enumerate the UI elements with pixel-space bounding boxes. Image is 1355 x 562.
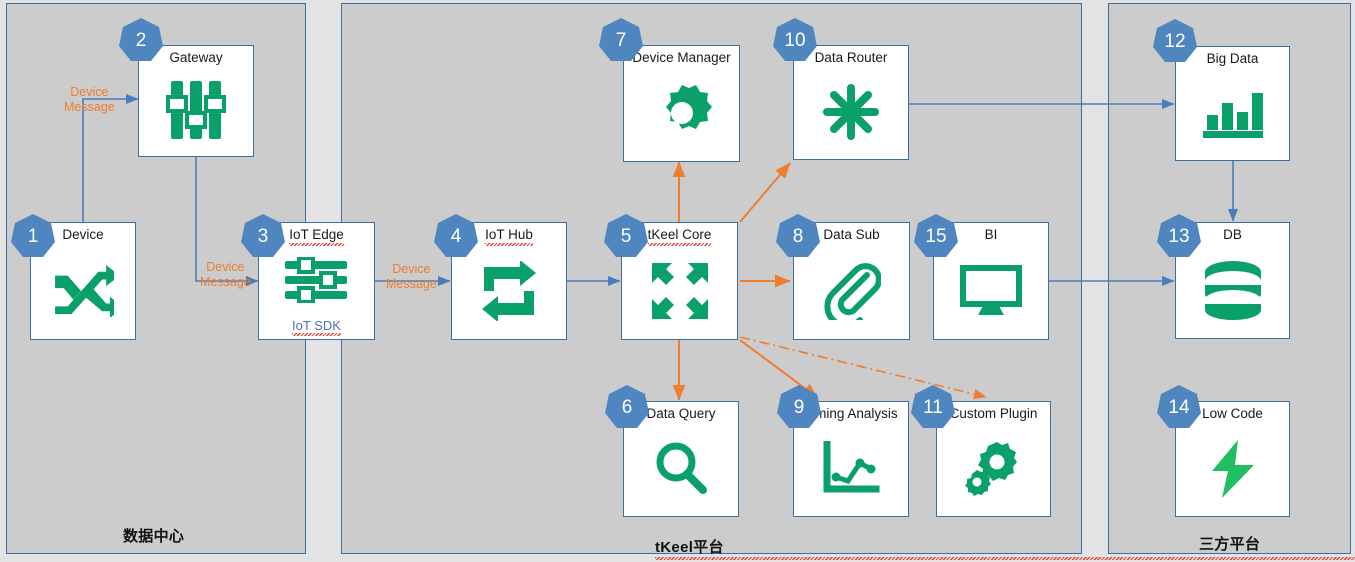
lightning-bolt-icon — [1176, 422, 1289, 516]
badge-1: 1 — [10, 213, 56, 259]
badge-5: 5 — [603, 213, 649, 259]
paperclip-icon — [794, 243, 909, 339]
node-title: IoT Hub — [485, 227, 533, 246]
badge-2: 2 — [118, 17, 164, 63]
badge-13: 13 — [1156, 213, 1202, 259]
node-gateway[interactable]: Gateway — [138, 45, 254, 157]
badge-number: 7 — [615, 29, 627, 51]
badge-number: 10 — [784, 29, 806, 51]
node-title: Data Router — [814, 50, 888, 65]
edge-label-line1: Device — [70, 85, 109, 99]
edge-label-line2: Message — [386, 277, 437, 291]
bar-chart-icon — [1176, 67, 1289, 160]
badge-number: 12 — [1164, 30, 1186, 52]
gear-icon — [624, 66, 739, 161]
node-tkeel-core[interactable]: tKeel Core — [621, 222, 738, 340]
edge-label-line2: Message — [200, 275, 251, 289]
badge-number: 2 — [135, 29, 147, 51]
badge-number: 6 — [621, 396, 633, 418]
node-device[interactable]: Device — [30, 222, 136, 340]
node-title: Device Manager — [632, 50, 731, 65]
edge-label-line1: Device — [392, 262, 431, 276]
badge-7: 7 — [598, 17, 644, 63]
badge-6: 6 — [604, 384, 650, 430]
node-low-code[interactable]: Low Code — [1175, 401, 1290, 517]
database-icon — [1176, 243, 1289, 338]
node-title: Big Data — [1206, 51, 1259, 66]
panel-label-data-center: 数据中心 — [123, 528, 185, 545]
badge-number: 11 — [923, 396, 943, 418]
edge-label-line1: Device — [206, 260, 245, 274]
badge-14: 14 — [1156, 384, 1202, 430]
edge-label-device-to-gateway: Device Message — [64, 85, 115, 115]
badge-12: 12 — [1152, 18, 1198, 64]
badge-number: 9 — [793, 396, 805, 418]
node-title: BI — [984, 227, 998, 242]
node-device-manager[interactable]: Device Manager — [623, 45, 740, 162]
node-title: Device — [62, 227, 104, 242]
sliders-horizontal-icon — [259, 243, 374, 318]
badge-number: 8 — [792, 225, 804, 247]
node-custom-plugin[interactable]: Custom Plugin — [936, 401, 1051, 517]
node-title: Timing Analysis — [804, 406, 898, 421]
badge-11: 11 — [910, 384, 956, 430]
sliders-vertical-icon — [139, 66, 253, 156]
badge-3: 3 — [240, 213, 286, 259]
node-title: DB — [1223, 227, 1242, 242]
badge-8: 8 — [775, 213, 821, 259]
edge-label-iotedge-to-iothub: Device Message — [386, 262, 437, 292]
monitor-icon — [934, 243, 1048, 339]
node-iot-edge[interactable]: IoT Edge IoT SDK — [258, 222, 375, 340]
badge-10: 10 — [772, 17, 818, 63]
node-title: Custom Plugin — [949, 406, 1038, 421]
badge-number: 3 — [257, 225, 269, 247]
badge-number: 5 — [620, 225, 632, 247]
node-title: IoT Edge — [289, 227, 344, 246]
node-title: Data Query — [646, 406, 716, 421]
asterisk-hub-icon — [794, 66, 908, 159]
badge-number: 14 — [1168, 396, 1190, 418]
node-subtitle-iot-sdk[interactable]: IoT SDK — [292, 318, 341, 336]
edge-label-gateway-to-iotedge: Device Message — [200, 260, 251, 290]
expand-arrows-icon — [622, 243, 737, 339]
panel-label-tkeel-platform: tKeel平台 — [655, 536, 1355, 560]
line-chart-icon — [794, 422, 908, 516]
badge-number: 4 — [450, 225, 462, 247]
node-big-data[interactable]: Big Data — [1175, 46, 1290, 161]
node-title: tKeel Core — [647, 227, 712, 246]
badge-9: 9 — [776, 384, 822, 430]
node-title: Gateway — [169, 50, 223, 65]
node-title: Data Sub — [823, 227, 880, 242]
badge-number: 1 — [27, 225, 39, 247]
gears-icon — [937, 422, 1050, 516]
refresh-loop-icon — [452, 243, 566, 339]
node-title: Low Code — [1202, 406, 1263, 421]
badge-4: 4 — [433, 213, 479, 259]
magnifier-icon — [624, 422, 738, 516]
node-data-router[interactable]: Data Router — [793, 45, 909, 160]
badge-15: 15 — [913, 213, 959, 259]
badge-number: 13 — [1168, 225, 1190, 247]
edge-label-line2: Message — [64, 100, 115, 114]
shuffle-icon — [31, 243, 135, 339]
panel-label-third-party: 三方平台 — [1199, 536, 1261, 553]
badge-number: 15 — [925, 225, 947, 247]
